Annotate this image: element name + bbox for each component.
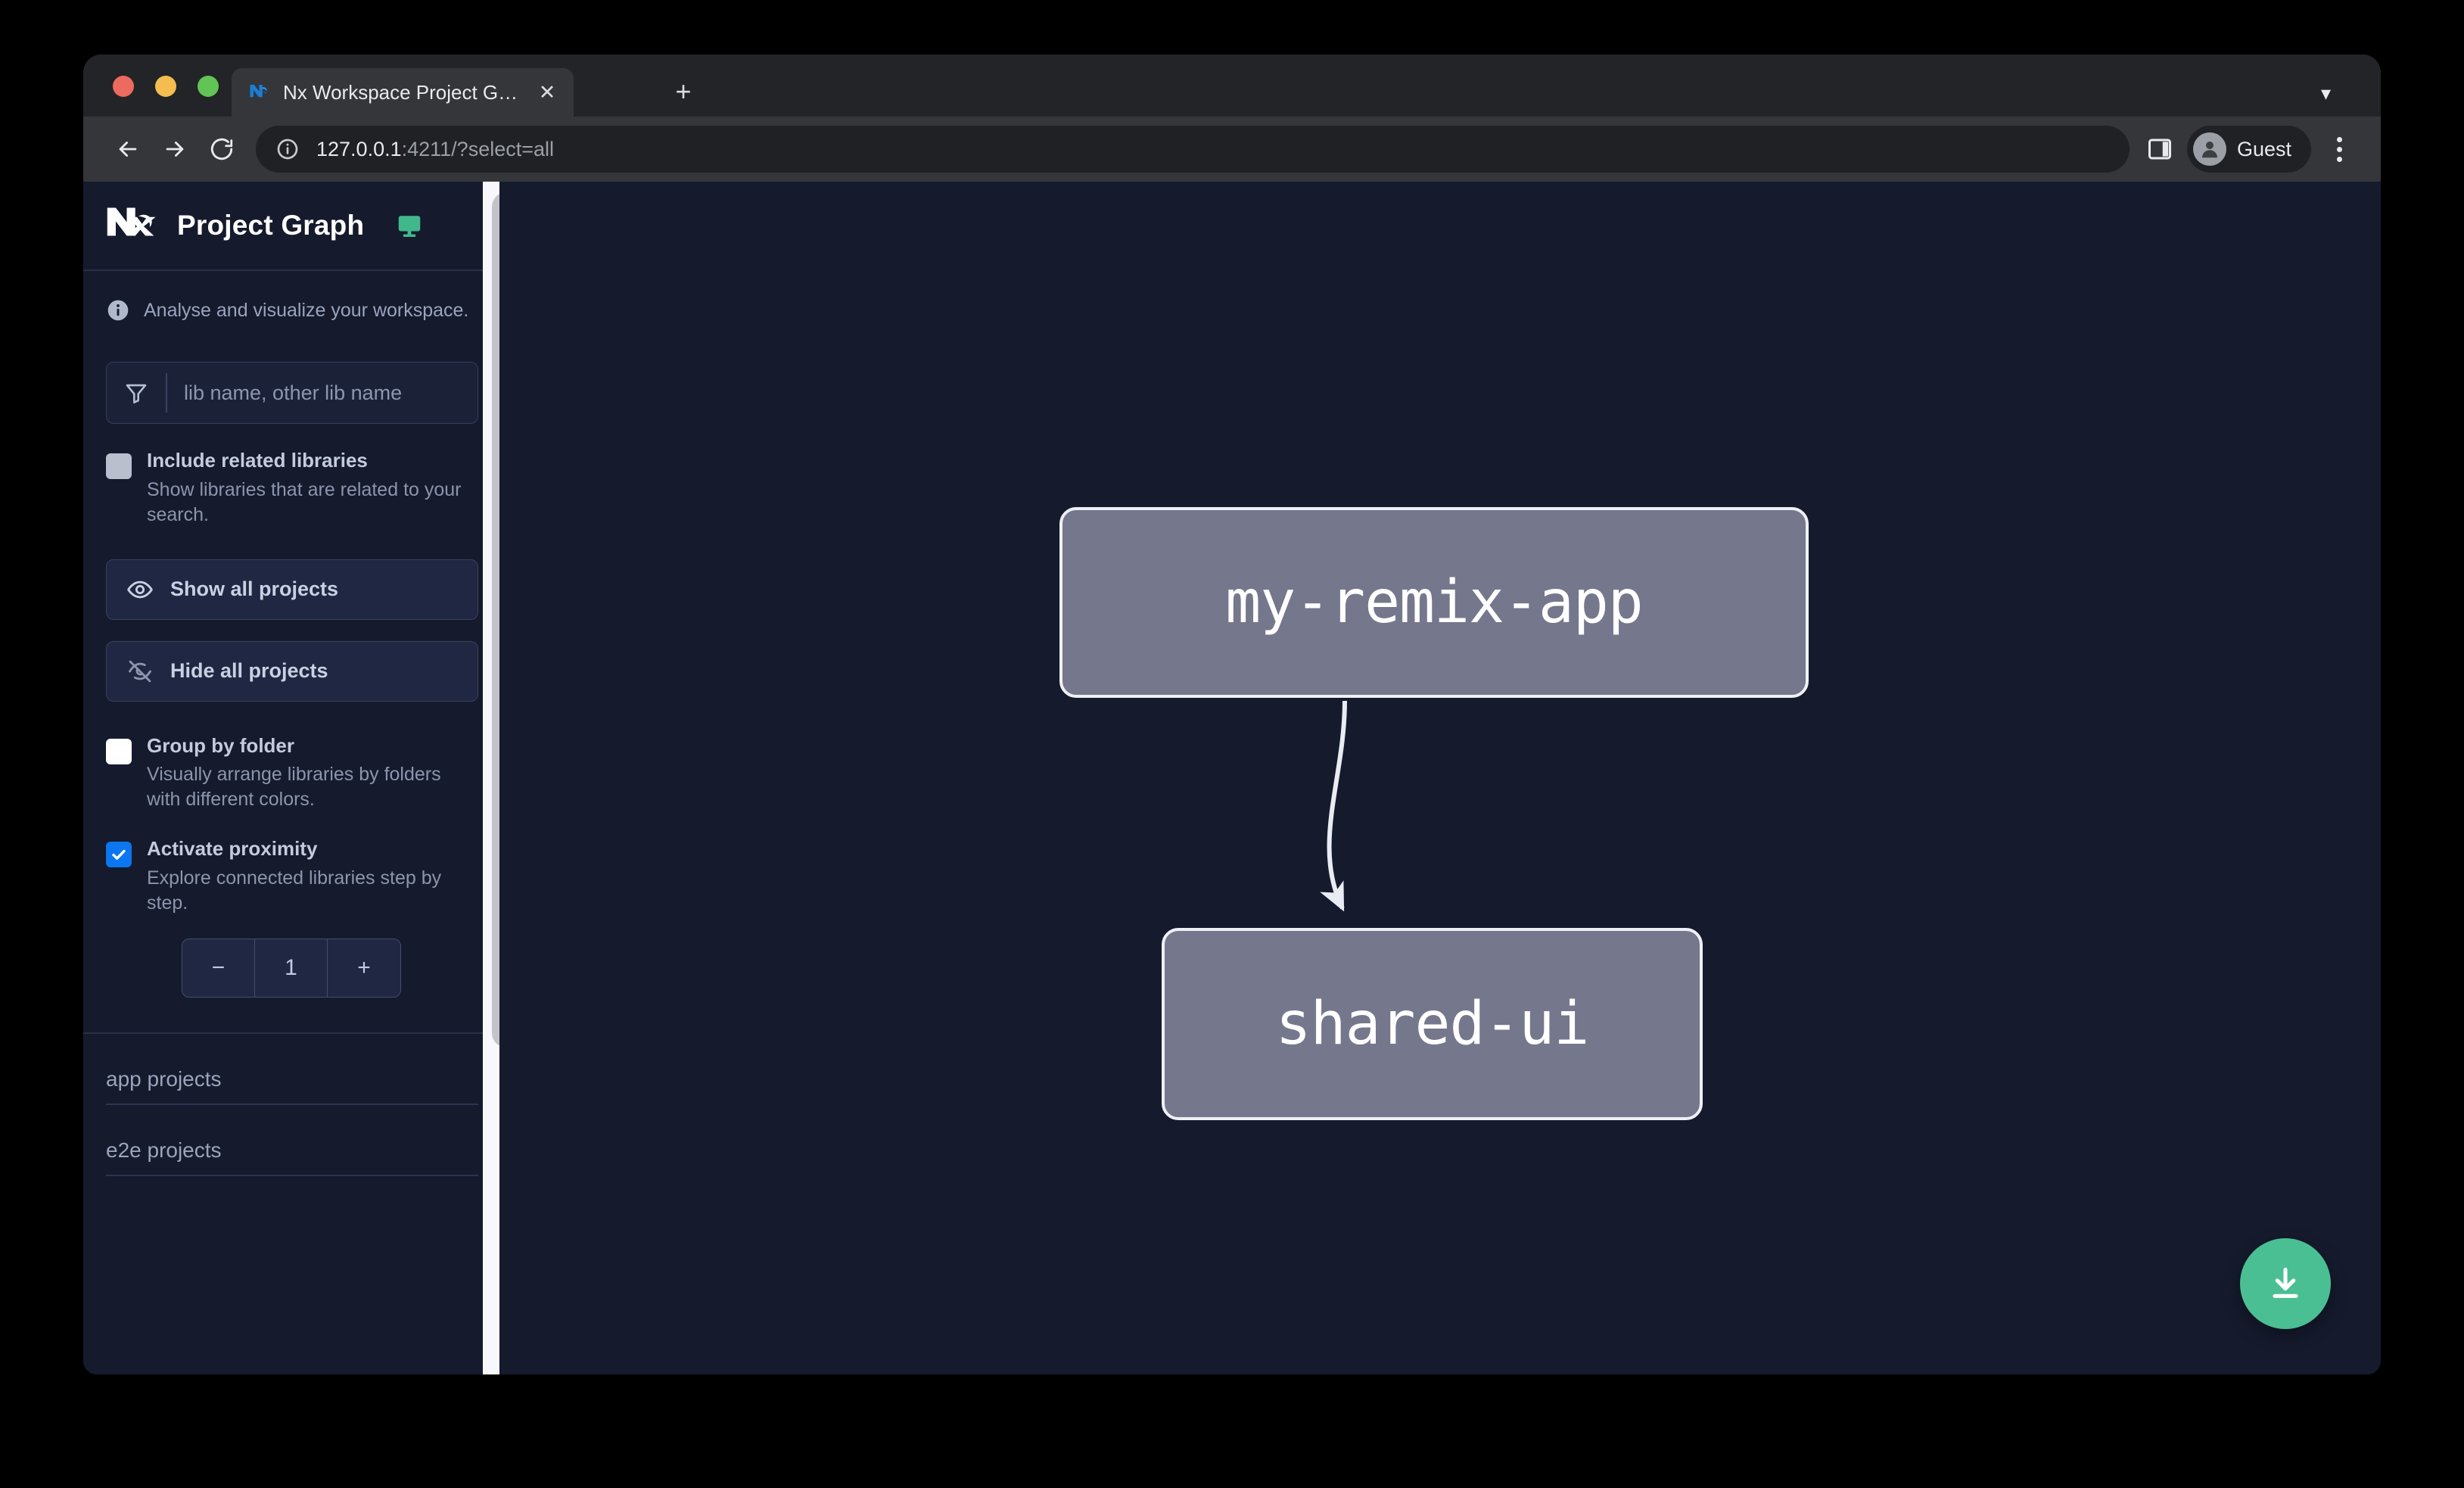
show-all-projects-button[interactable]: Show all projects xyxy=(106,559,478,620)
search-input[interactable] xyxy=(166,373,478,412)
option-label: Activate proximity xyxy=(147,837,318,861)
filter-search-box[interactable] xyxy=(106,362,478,424)
option-description: Visually arrange libraries by folders wi… xyxy=(147,764,441,811)
kebab-menu-icon[interactable] xyxy=(2319,126,2360,173)
hide-all-projects-label: Hide all projects xyxy=(170,659,328,683)
person-avatar-icon xyxy=(2192,132,2226,166)
browser-window: Nx Workspace Project Graph ✕ + ▾ 127 xyxy=(83,54,2381,1374)
sidebar-tagline-text: Analyse and visualize your workspace. xyxy=(144,299,469,321)
proximity-decrement-button[interactable]: − xyxy=(182,939,255,997)
url-host: 127.0.0.1 xyxy=(316,137,402,160)
option-group-by-folder[interactable]: Group by folder Visually arrange librari… xyxy=(83,733,499,813)
maximize-window-button[interactable] xyxy=(198,76,219,97)
nx-project-graph-app: Project Graph Analyse and visualize your… xyxy=(83,182,2381,1374)
option-activate-proximity[interactable]: Activate proximity Explore connected lib… xyxy=(83,838,499,916)
reload-icon[interactable] xyxy=(198,126,245,173)
page-title: Project Graph xyxy=(177,210,365,241)
proximity-stepper: − 1 + xyxy=(83,938,499,998)
profile-name: Guest xyxy=(2236,137,2291,160)
eye-off-icon xyxy=(129,660,151,682)
profile-chip[interactable]: Guest xyxy=(2186,126,2311,173)
download-icon xyxy=(2273,1267,2298,1298)
close-icon[interactable]: ✕ xyxy=(538,80,556,104)
option-include-related-libraries[interactable]: Include related libraries Show libraries… xyxy=(83,450,499,528)
chevron-down-icon[interactable]: ▾ xyxy=(2320,82,2331,104)
nx-favicon-icon xyxy=(250,85,267,98)
graph-node-label: shared-ui xyxy=(1275,990,1590,1058)
graph-node-shared-ui[interactable]: shared-ui xyxy=(1162,928,1703,1120)
address-bar-url: 127.0.0.1:4211/?select=all xyxy=(316,138,554,161)
sidebar-tagline: Analyse and visualize your workspace. xyxy=(83,271,499,322)
sidebar-header: Project Graph xyxy=(83,182,499,271)
browser-tab[interactable]: Nx Workspace Project Graph ✕ xyxy=(232,68,574,117)
option-description: Explore connected libraries step by step… xyxy=(147,867,442,914)
window-traffic-lights xyxy=(113,76,219,97)
option-label: Group by folder xyxy=(147,733,294,757)
url-path: :4211/?select=all xyxy=(401,137,555,160)
forward-arrow-icon[interactable] xyxy=(151,126,198,173)
checkbox-activate-proximity[interactable] xyxy=(106,842,132,868)
info-circle-icon[interactable] xyxy=(275,137,300,161)
project-sections: app projects e2e projects xyxy=(83,1034,499,1176)
info-icon xyxy=(107,300,129,321)
option-description: Show libraries that are related to your … xyxy=(147,478,462,525)
checkbox-group-by-folder[interactable] xyxy=(106,738,132,764)
graph-node-label: my-remix-app xyxy=(1225,568,1644,637)
new-tab-button[interactable]: + xyxy=(675,76,692,107)
proximity-value: 1 xyxy=(255,939,328,997)
sidebar-divider xyxy=(83,1032,499,1034)
checkbox-include-related-libraries[interactable] xyxy=(106,453,132,479)
nx-logo-icon xyxy=(107,207,156,236)
minimize-window-button[interactable] xyxy=(155,76,176,97)
browser-tab-title: Nx Workspace Project Graph xyxy=(283,80,522,104)
monitor-icon[interactable] xyxy=(396,212,423,239)
download-graph-button[interactable] xyxy=(2240,1238,2331,1329)
back-arrow-icon[interactable] xyxy=(104,126,151,173)
graph-edges xyxy=(1320,700,1347,912)
browser-tab-strip: Nx Workspace Project Graph ✕ + ▾ xyxy=(83,54,2381,117)
section-header-e2e-projects[interactable]: e2e projects xyxy=(106,1105,478,1176)
eye-icon xyxy=(127,581,153,598)
browser-toolbar: 127.0.0.1:4211/?select=all Guest xyxy=(83,117,2381,182)
side-panel-icon[interactable] xyxy=(2146,135,2173,163)
address-bar[interactable]: 127.0.0.1:4211/?select=all xyxy=(256,126,2130,173)
edge-my-remix-app-to-shared-ui xyxy=(1320,700,1347,912)
checkmark-icon xyxy=(112,849,126,861)
graph-node-my-remix-app[interactable]: my-remix-app xyxy=(1059,507,1809,698)
sidebar: Project Graph Analyse and visualize your… xyxy=(83,182,530,1374)
option-label: Include related libraries xyxy=(147,449,368,472)
show-all-projects-label: Show all projects xyxy=(170,577,339,601)
graph-canvas[interactable]: my-remix-app shared-ui xyxy=(499,182,2381,1374)
funnel-filter-icon[interactable] xyxy=(123,380,149,406)
close-window-button[interactable] xyxy=(113,76,134,97)
proximity-increment-button[interactable]: + xyxy=(357,954,371,980)
section-header-app-projects[interactable]: app projects xyxy=(106,1034,478,1105)
hide-all-projects-button[interactable]: Hide all projects xyxy=(106,640,478,702)
